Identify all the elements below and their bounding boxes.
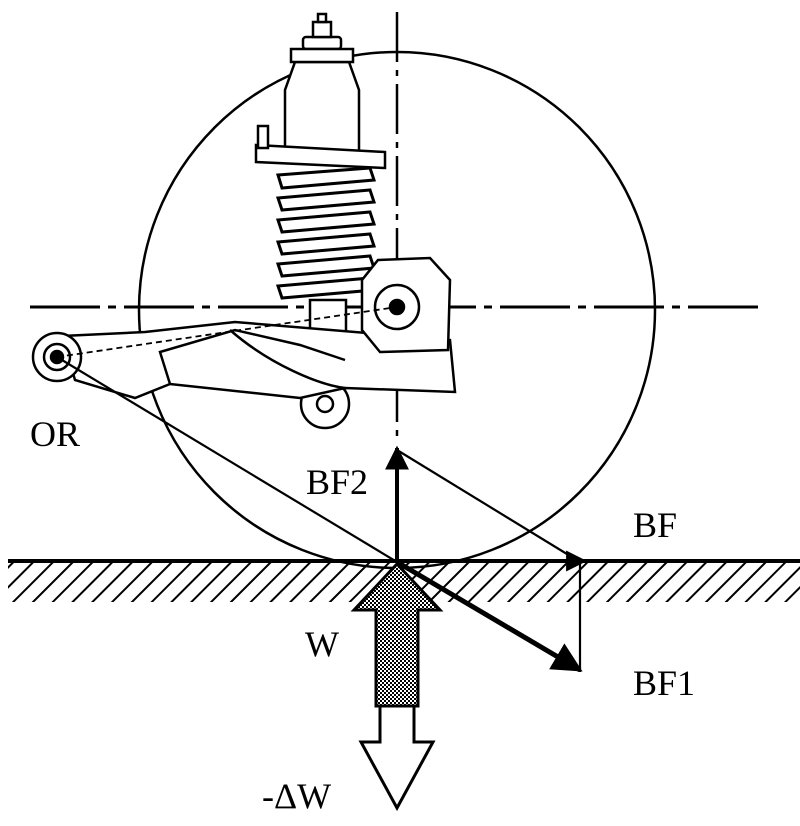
label-bf2: BF2 — [306, 462, 368, 502]
bf2-construction-line — [396, 449, 581, 563]
label-bf1: BF1 — [633, 663, 695, 703]
label-pivot: OR — [30, 414, 80, 454]
label-bf: BF — [633, 505, 677, 545]
label-load-change: -ΔW — [262, 776, 331, 816]
label-w: W — [305, 624, 339, 664]
pivot-to-contact-line — [56, 356, 398, 563]
bf1-arrow — [395, 559, 583, 673]
load-change-arrow — [358, 704, 436, 812]
coil-spring — [275, 166, 377, 300]
pivot-to-hub-line — [56, 306, 398, 358]
